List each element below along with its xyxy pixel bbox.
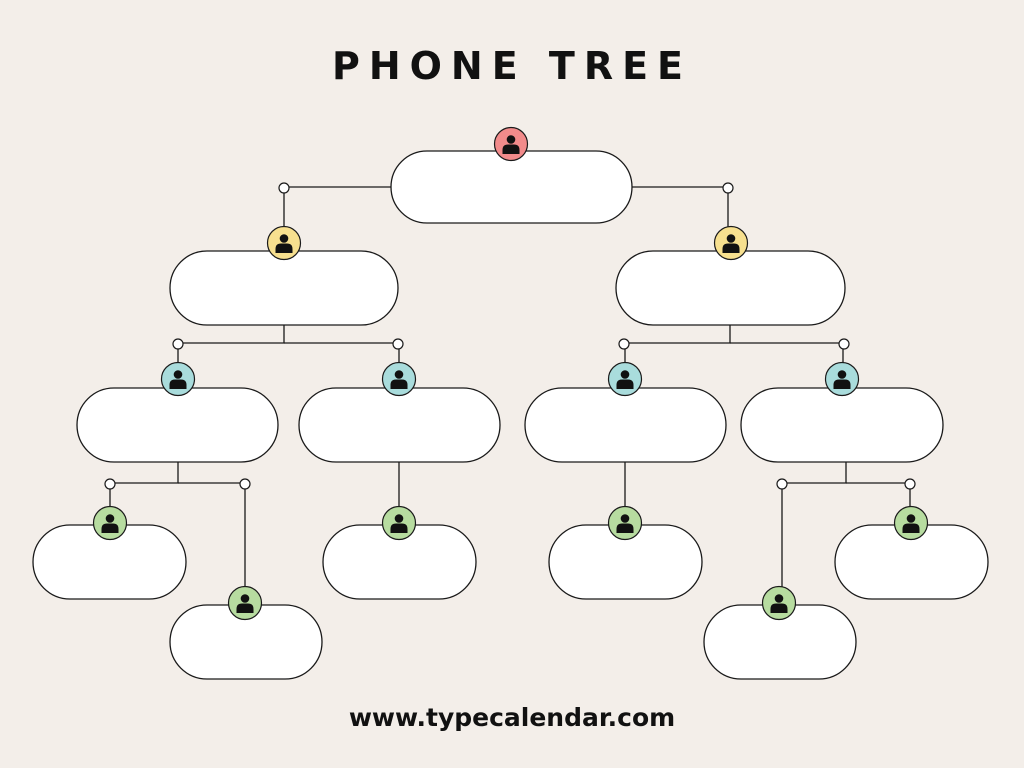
avatar bbox=[92, 505, 128, 541]
connector-line bbox=[283, 186, 391, 227]
connector-line bbox=[632, 186, 729, 227]
avatar bbox=[607, 505, 643, 541]
footer-url[interactable]: www.typecalendar.com bbox=[348, 703, 676, 732]
junction-dot bbox=[776, 478, 788, 490]
avatar bbox=[381, 505, 417, 541]
node-boxes bbox=[32, 150, 989, 680]
avatars bbox=[92, 126, 929, 621]
connector-line bbox=[781, 462, 847, 587]
avatar bbox=[761, 585, 797, 621]
junction-dot bbox=[722, 182, 734, 194]
connector-line bbox=[284, 342, 400, 363]
avatar bbox=[824, 361, 860, 397]
junction-dot bbox=[239, 478, 251, 490]
junction-dots bbox=[104, 182, 916, 490]
node-box[interactable] bbox=[524, 387, 727, 463]
connector-line bbox=[178, 482, 246, 587]
avatar bbox=[607, 361, 643, 397]
node-box[interactable] bbox=[615, 250, 846, 326]
connectors bbox=[109, 186, 911, 587]
avatar bbox=[381, 361, 417, 397]
junction-dot bbox=[104, 478, 116, 490]
connector-line bbox=[177, 325, 285, 363]
avatar bbox=[227, 585, 263, 621]
node-box[interactable] bbox=[740, 387, 944, 463]
junction-dot bbox=[278, 182, 290, 194]
junction-dot bbox=[904, 478, 916, 490]
connector-line bbox=[624, 325, 731, 363]
connector-line bbox=[846, 482, 911, 507]
avatar bbox=[266, 225, 302, 261]
node-box[interactable] bbox=[298, 387, 501, 463]
connector-line bbox=[109, 462, 179, 507]
avatar bbox=[493, 126, 529, 162]
junction-dot bbox=[172, 338, 184, 350]
node-box[interactable] bbox=[390, 150, 633, 224]
avatar bbox=[160, 361, 196, 397]
node-box[interactable] bbox=[169, 250, 399, 326]
junction-dot bbox=[838, 338, 850, 350]
node-box[interactable] bbox=[76, 387, 279, 463]
junction-dot bbox=[618, 338, 630, 350]
page-title: PHONE TREE bbox=[331, 44, 693, 88]
connector-line bbox=[730, 342, 844, 363]
junction-dot bbox=[392, 338, 404, 350]
avatar bbox=[893, 505, 929, 541]
avatar bbox=[713, 225, 749, 261]
